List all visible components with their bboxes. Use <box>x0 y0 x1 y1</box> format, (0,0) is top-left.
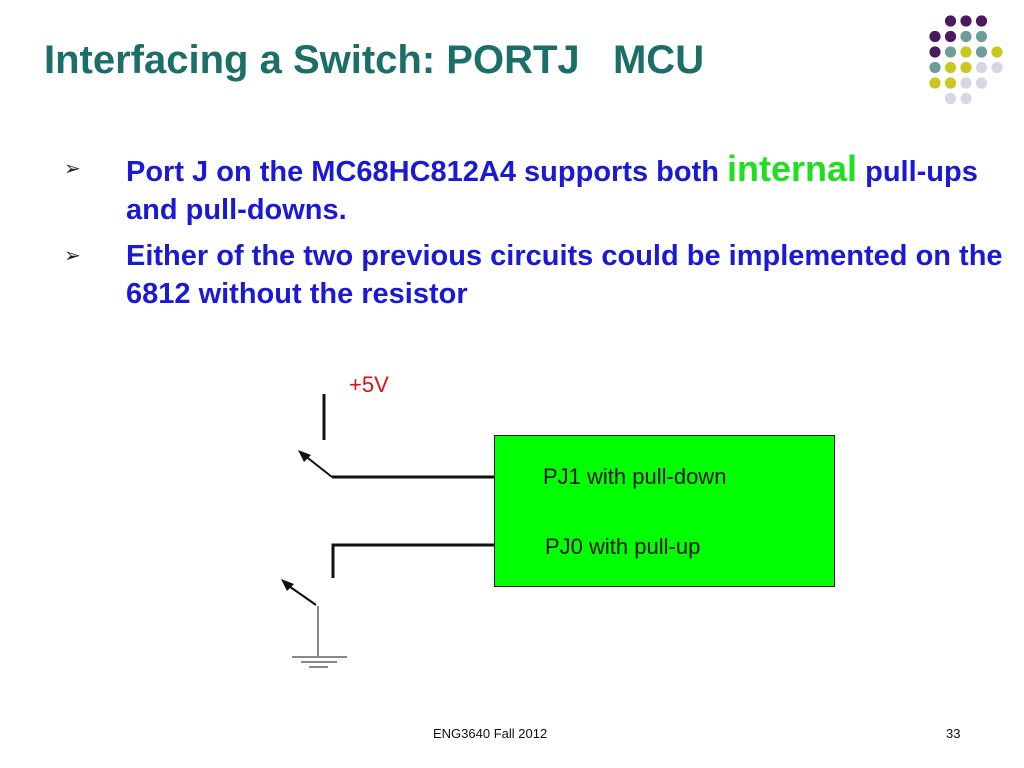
decorative-dot <box>975 15 988 27</box>
decorative-dot <box>975 46 988 58</box>
decorative-dot <box>960 77 972 89</box>
decorative-dot <box>960 92 972 105</box>
decorative-dot <box>944 92 957 105</box>
bullet-item: ➢ Port J on the MC68HC812A4 supports bot… <box>60 150 1010 229</box>
switch-lever-bottom <box>285 583 317 606</box>
slide-number: 33 <box>946 726 961 741</box>
decorative-dot <box>991 46 1003 58</box>
decorative-dot <box>975 77 988 89</box>
bullet-highlight: internal <box>727 148 858 189</box>
decorative-dot <box>929 61 941 74</box>
bullet-text: Port J on the MC68HC812A4 supports both <box>126 156 728 188</box>
arrow-bullet-icon: ➢ <box>64 245 81 267</box>
decorative-dot <box>944 46 957 58</box>
decorative-dot <box>929 30 941 43</box>
decorative-dot <box>929 46 941 58</box>
decorative-dot <box>929 77 941 89</box>
decorative-dot <box>944 15 957 27</box>
arrowhead-icon <box>281 579 294 591</box>
dot-layer <box>929 15 1003 105</box>
decorative-dot <box>960 15 972 27</box>
decorative-dot <box>944 61 957 74</box>
bullet-item: ➢ Either of the two previous circuits co… <box>60 237 1010 313</box>
decorative-dot-grid <box>929 15 1003 105</box>
bullet-text-tail: pull-ups and pull-downs. <box>126 156 978 226</box>
decorative-dot <box>960 30 972 43</box>
decorative-dot <box>960 61 972 74</box>
decorative-dot <box>975 30 988 43</box>
supply-voltage-label: +5V <box>349 372 389 397</box>
pj0-label: PJ0 with pull-up <box>545 534 701 559</box>
ground-icon <box>292 656 347 668</box>
decorative-dot <box>944 30 957 43</box>
decorative-dot <box>991 61 1003 74</box>
bullet-list: ➢ Port J on the MC68HC812A4 supports bot… <box>60 150 1010 321</box>
switch-lever-top <box>303 454 333 478</box>
arrowhead-icon <box>298 450 311 462</box>
decorative-dot <box>960 46 972 58</box>
pj0-wire <box>331 543 494 578</box>
slide-title: Interfacing a Switch: PORTJ MCU <box>44 38 705 82</box>
pj1-label: PJ1 with pull-down <box>543 464 727 489</box>
arrow-bullet-icon: ➢ <box>64 158 81 180</box>
decorative-dot <box>944 77 957 89</box>
bullet-text: Either of the two previous circuits coul… <box>126 240 1003 310</box>
mcu-box: PJ1 with pull-down PJ0 with pull-up <box>494 435 835 587</box>
decorative-dot <box>975 61 988 74</box>
footer-text: ENG3640 Fall 2012 <box>433 726 548 741</box>
